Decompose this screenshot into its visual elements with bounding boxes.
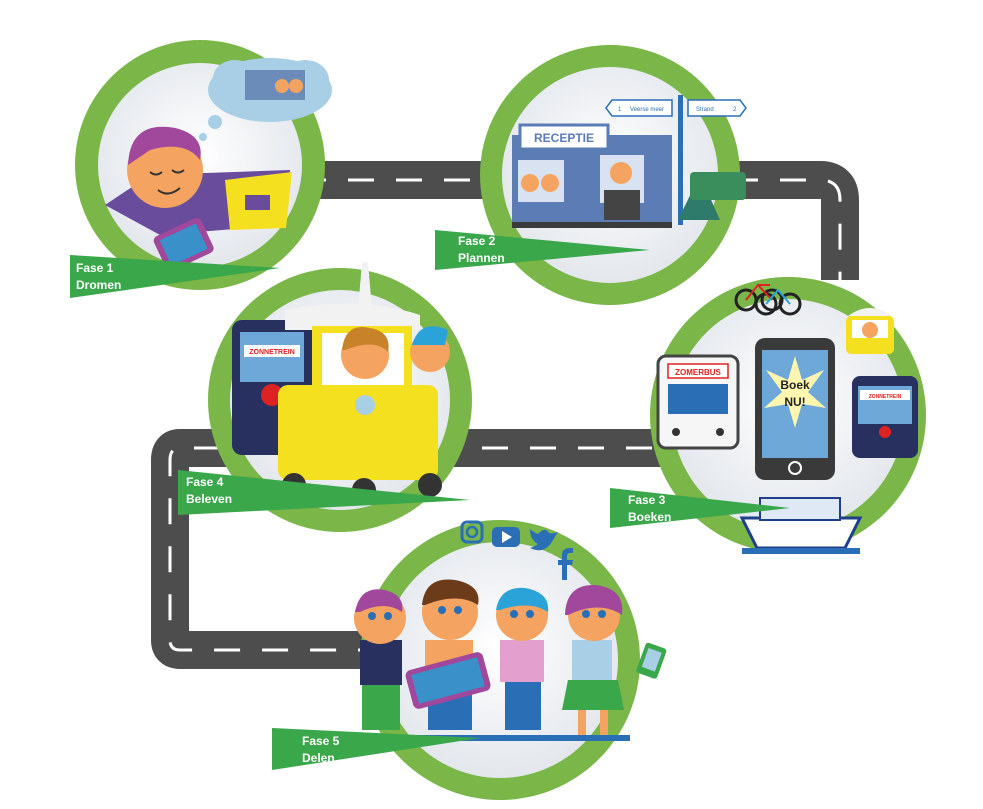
zonnetrein-small: ZONNETREIN (852, 376, 918, 458)
smartphone: Boek NU! (755, 338, 835, 480)
phase-4-name: Beleven (186, 492, 232, 506)
tuktuk (278, 262, 450, 502)
thought-bubble (199, 58, 332, 141)
phase-3-circle: ZOMERBUS Boek NU! ZONNETREIN Fa (610, 277, 926, 554)
phase-3-number: Fase 3 (628, 493, 666, 507)
phase-2-label: Fase 2 Plannen (435, 230, 650, 270)
bicycles (734, 283, 802, 316)
small-tuktuk (846, 308, 894, 354)
boek-nu-line-1: Boek (780, 378, 810, 392)
zonnetrein-sign: ZONNETREIN (249, 349, 295, 356)
twitter-icon (530, 529, 558, 551)
phase-4-number: Fase 4 (186, 475, 224, 489)
instagram-icon (460, 520, 484, 544)
phase-4-circle: ZONNETREIN Fase 4 Beleven (178, 262, 472, 532)
signpost-left-number: 1 (618, 107, 622, 113)
phase-5-name: Delen (302, 751, 335, 765)
phase-2-circle: RECEPTIE 1 Veerse meer Strand 2 Fase 2 P… (435, 45, 747, 305)
phase-2-number: Fase 2 (458, 234, 496, 248)
friends-group (354, 579, 667, 741)
reception-building: RECEPTIE (512, 123, 672, 228)
boek-nu-line-2: NU! (784, 395, 805, 409)
dreaming-boy (105, 126, 292, 272)
signpost-left-text: Veerse meer (630, 107, 664, 113)
signpost-right-number: 2 (733, 107, 737, 113)
reception-sign: RECEPTIE (534, 131, 594, 145)
zomerbus-bus: ZOMERBUS (656, 354, 740, 450)
signpost: 1 Veerse meer Strand 2 (605, 95, 747, 225)
signpost-right-text: Strand (696, 107, 714, 113)
phase-5-circle: Fase 5 Delen (272, 520, 667, 800)
youtube-icon (492, 527, 520, 547)
phase-5-label: Fase 5 Delen (272, 728, 480, 770)
phase-5-number: Fase 5 (302, 734, 340, 748)
phase-3-label: Fase 3 Boeken (610, 488, 790, 528)
phase-4-label: Fase 4 Beleven (178, 470, 470, 515)
phase-2-name: Plannen (458, 251, 505, 265)
phase-1-name: Dromen (76, 278, 121, 292)
zomerbus-sign: ZOMERBUS (675, 368, 721, 377)
facebook-icon (558, 548, 573, 580)
phase-1-number: Fase 1 (76, 261, 114, 275)
phase-3-name: Boeken (628, 510, 671, 524)
tent (678, 172, 746, 220)
road (151, 161, 859, 669)
phase-1-label: Fase 1 Dromen (70, 255, 280, 298)
zonnetrein-small-sign: ZONNETREIN (869, 394, 902, 400)
social-icons (460, 520, 573, 580)
phase-1-circle: Fase 1 Dromen (70, 40, 332, 298)
